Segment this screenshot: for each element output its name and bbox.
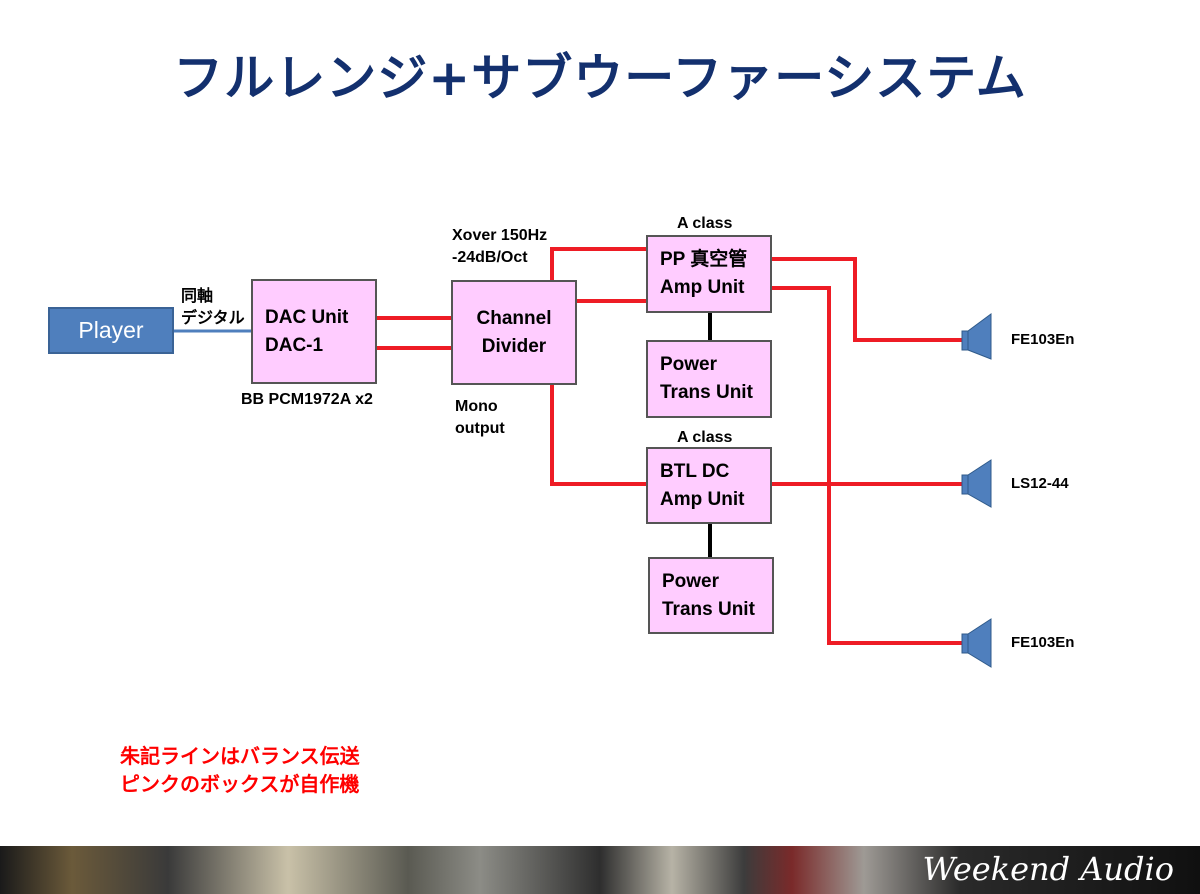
mono-output-label: Mono output xyxy=(455,396,505,440)
speaker-icon xyxy=(961,313,992,360)
xover-label: Xover 150Hz -24dB/Oct xyxy=(452,225,547,269)
power-trans-unit-box-2: Power Trans Unit xyxy=(648,557,774,634)
page-title: フルレンジ+サブウーファーシステム xyxy=(173,49,1027,107)
box-line: BTL DC xyxy=(660,460,730,482)
aclass-label-bottom: A class xyxy=(677,429,733,446)
box-line: Power xyxy=(662,570,720,592)
mono-label-line: Mono xyxy=(455,398,498,415)
dac-unit-box: DAC Unit DAC-1 xyxy=(251,279,377,384)
divider-pp-line-1 xyxy=(550,247,647,281)
box-line: DAC-1 xyxy=(265,334,324,356)
box-line: PP 真空管 xyxy=(660,249,748,270)
note-line: 朱記ラインはバランス伝送 xyxy=(120,744,360,768)
pp-top-speaker-line xyxy=(771,257,966,342)
box-line: Divider xyxy=(481,335,547,357)
speaker-label-bottom: FE103En xyxy=(1011,634,1075,651)
speaker-label-middle: LS12-44 xyxy=(1011,475,1069,492)
speaker-label-top: FE103En xyxy=(1011,331,1075,348)
player-box: Player xyxy=(48,307,174,354)
box-line: Power xyxy=(660,354,718,375)
coax-label: 同軸 デジタル xyxy=(181,286,245,330)
box-line: Amp Unit xyxy=(660,488,745,510)
mono-label-line: output xyxy=(455,420,505,437)
speaker-icon xyxy=(961,618,992,668)
speaker-icon xyxy=(961,459,992,508)
player-label: Player xyxy=(78,317,144,343)
box-line: Trans Unit xyxy=(662,598,755,620)
channel-divider-box: Channel Divider xyxy=(451,280,577,385)
footer-banner: Weekend Audio xyxy=(0,846,1200,894)
aclass-label-top: A class xyxy=(677,215,733,232)
dac-chip-label: BB PCM1972A x2 xyxy=(241,391,373,408)
note-line: ピンクのボックスが自作機 xyxy=(120,772,360,796)
xover-label-line: -24dB/Oct xyxy=(452,249,528,266)
coax-label-line: デジタル xyxy=(181,310,245,327)
box-line: Channel xyxy=(476,307,552,329)
btl-amp-box: BTL DC Amp Unit xyxy=(646,447,772,524)
pp-bottom-speaker-line xyxy=(771,286,966,645)
brand-logo: Weekend Audio xyxy=(922,850,1174,888)
box-line: Trans Unit xyxy=(660,382,753,403)
power-trans-unit-box-1: Power Trans Unit xyxy=(646,340,772,418)
legend-note: 朱記ラインはバランス伝送 ピンクのボックスが自作機 xyxy=(120,742,360,798)
pp-amp-box: PP 真空管 Amp Unit xyxy=(646,235,772,313)
divider-btl-line xyxy=(550,384,647,486)
box-line: Amp Unit xyxy=(660,277,745,298)
xover-label-line: Xover 150Hz xyxy=(452,227,548,244)
box-line: DAC Unit xyxy=(265,306,349,328)
coax-label-line: 同軸 xyxy=(181,288,214,305)
